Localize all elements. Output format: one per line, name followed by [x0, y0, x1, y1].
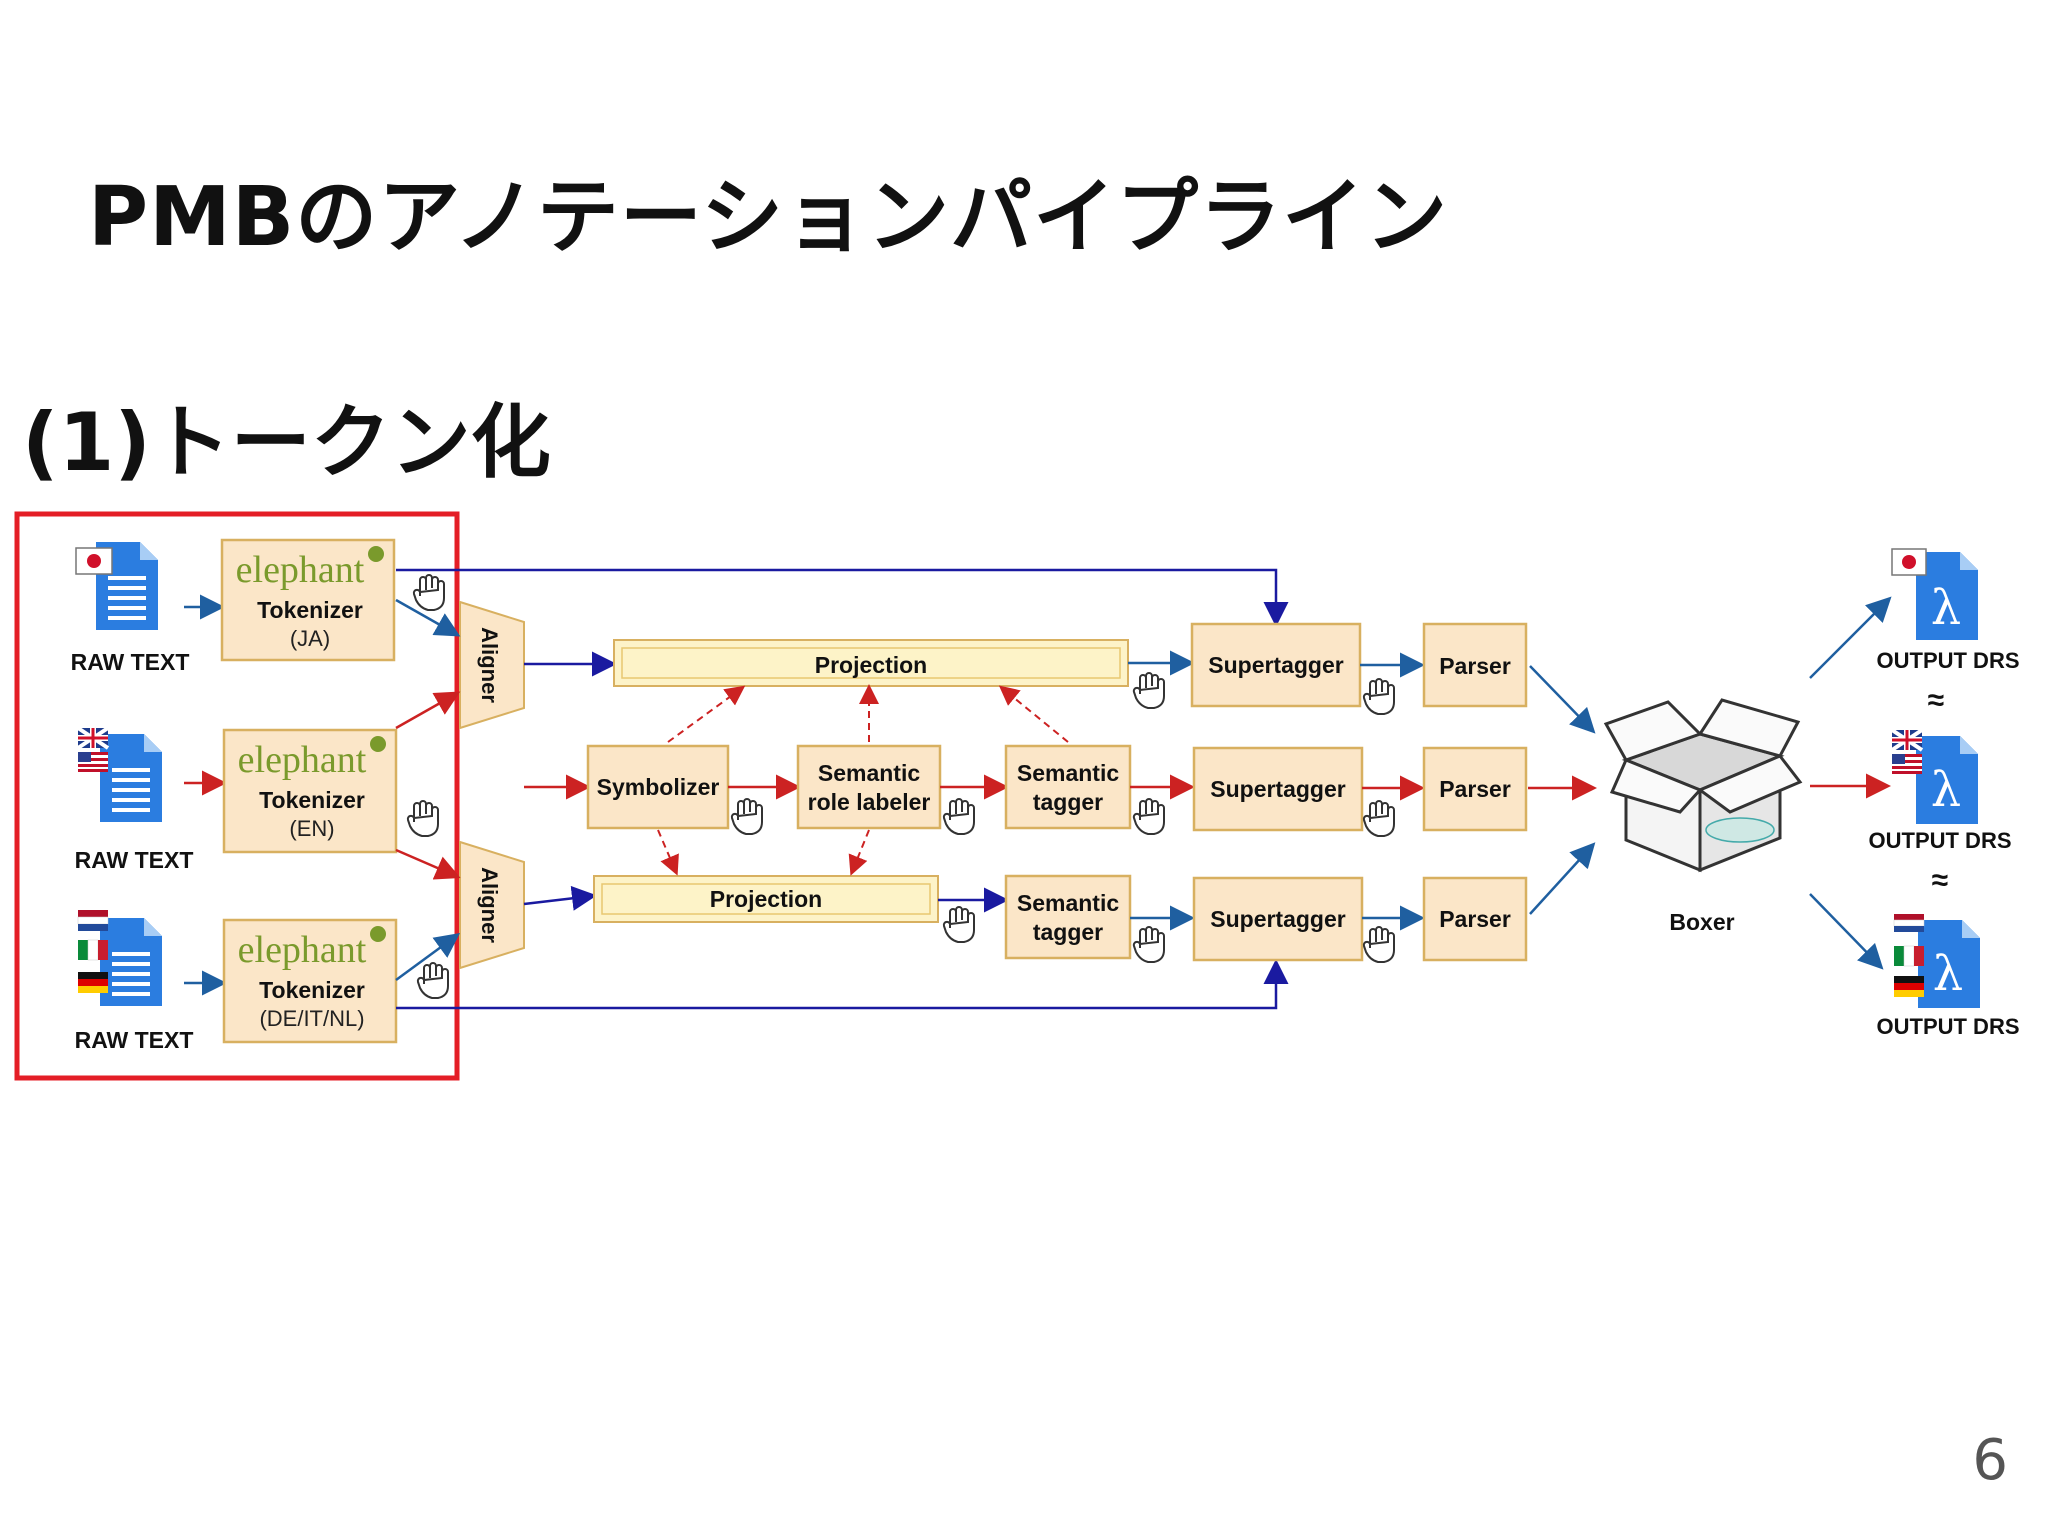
tokenizer-de-it-nl: elephant Tokenizer (DE/IT/NL) — [222, 918, 398, 1044]
boxer-box-icon — [1603, 698, 1803, 873]
parser-top: Parser — [1422, 622, 1528, 708]
hand-pointer-icon — [1132, 672, 1165, 709]
aligner-label: Aligner — [477, 627, 502, 703]
hand-pointer-icon — [730, 798, 763, 835]
output-drs-en: λ OUTPUT DRS — [1869, 728, 2012, 853]
tokenizer-label: Tokenizer — [259, 977, 365, 1003]
output-drs-de-it-nl: λ OUTPUT DRS — [1877, 914, 2020, 1039]
germany-flag-icon — [1894, 976, 1924, 997]
tokenizer-label: Tokenizer — [257, 597, 363, 623]
elephant-logo: elephant — [238, 929, 367, 971]
semantic-tagger-bottom: Semantic tagger — [1004, 874, 1132, 960]
parser-bottom: Parser — [1422, 876, 1528, 962]
raw-text-label: RAW TEXT — [75, 847, 194, 873]
parser-middle: Parser — [1422, 746, 1528, 832]
hand-pointer-icon — [942, 906, 975, 943]
aligner-bottom: Aligner — [459, 840, 525, 970]
hand-pointer-icon — [416, 962, 449, 999]
srl-label-line2: role labeler — [808, 789, 931, 815]
hand-pointer-icon — [412, 574, 445, 611]
symbolizer-label: Symbolizer — [597, 774, 720, 800]
slide-subtitle: (1)トークン化 — [22, 396, 551, 489]
uk-flag-icon — [1890, 728, 1924, 752]
supertagger-middle: Supertagger — [1192, 746, 1364, 832]
projection-top: Projection — [613, 639, 1129, 687]
srl-label-line1: Semantic — [818, 760, 920, 786]
elephant-logo: elephant — [236, 549, 365, 591]
tokenizer-label: Tokenizer — [259, 787, 365, 813]
tokenizer-lang: (JA) — [290, 626, 330, 651]
slide-title: PMBのアノテーションパイプライン — [88, 170, 1449, 265]
hand-pointer-icon — [1362, 926, 1395, 963]
output-label: OUTPUT DRS — [1877, 1014, 2020, 1039]
lambda-icon: λ — [1931, 580, 1961, 636]
semantic-tagger-middle: Semantic tagger — [1004, 744, 1132, 830]
netherlands-flag-icon — [1893, 914, 1925, 932]
output-drs-ja: λ OUTPUT DRS — [1877, 548, 2020, 673]
japan-flag-icon — [1891, 548, 1927, 576]
tokenizer-en: elephant Tokenizer (EN) — [222, 728, 398, 854]
lambda-icon: λ — [1931, 762, 1961, 818]
raw-text-label: RAW TEXT — [71, 649, 190, 675]
parser-label: Parser — [1439, 776, 1511, 802]
netherlands-flag-icon — [77, 910, 109, 931]
semtagger-label-line1: Semantic — [1017, 760, 1119, 786]
output-label: OUTPUT DRS — [1869, 828, 2012, 853]
hand-pointer-icon — [1362, 678, 1395, 715]
symbolizer: Symbolizer — [586, 744, 730, 830]
semantic-role-labeler: Semantic role labeler — [796, 744, 942, 830]
semtagger-label-line1: Semantic — [1017, 890, 1119, 916]
projection-bottom: Projection — [593, 875, 939, 923]
hand-pointer-icon — [1362, 800, 1395, 837]
equivalence-symbol: ≈ — [1928, 684, 1944, 717]
tokenizer-lang: (DE/IT/NL) — [259, 1006, 364, 1031]
japan-flag-icon — [75, 547, 113, 575]
projection-label: Projection — [710, 886, 822, 912]
uk-flag-icon — [76, 726, 110, 750]
raw-text-de-it-nl: RAW TEXT — [75, 910, 194, 1053]
lambda-icon: λ — [1933, 946, 1963, 1002]
tokenizer-ja: elephant Tokenizer (JA) — [220, 538, 396, 662]
boxer-label: Boxer — [1669, 909, 1734, 935]
supertagger-label: Supertagger — [1208, 652, 1344, 678]
parser-label: Parser — [1439, 653, 1511, 679]
semtagger-label-line2: tagger — [1033, 789, 1103, 815]
elephant-logo: elephant — [238, 739, 367, 781]
raw-text-en: RAW TEXT — [75, 726, 194, 873]
hand-pointer-icon — [1132, 926, 1165, 963]
supertagger-top: Supertagger — [1190, 622, 1362, 708]
hand-pointer-icon — [942, 798, 975, 835]
germany-flag-icon — [78, 972, 108, 993]
tokenizer-lang: (EN) — [289, 816, 334, 841]
italy-flag-icon — [78, 939, 108, 961]
output-label: OUTPUT DRS — [1877, 648, 2020, 673]
us-flag-icon — [1892, 754, 1922, 774]
aligner-top: Aligner — [459, 600, 525, 730]
aligner-label: Aligner — [477, 867, 502, 943]
supertagger-label: Supertagger — [1210, 776, 1346, 802]
tokenization-highlight-frame — [14, 511, 460, 1081]
supertagger-bottom: Supertagger — [1192, 876, 1364, 962]
raw-text-ja: RAW TEXT — [71, 542, 190, 675]
hand-pointer-icon — [1132, 798, 1165, 835]
projection-label: Projection — [815, 652, 927, 678]
supertagger-label: Supertagger — [1210, 906, 1346, 932]
raw-text-label: RAW TEXT — [75, 1027, 194, 1053]
equivalence-symbol: ≈ — [1932, 864, 1948, 897]
page-number: 6 — [1972, 1428, 2008, 1493]
parser-label: Parser — [1439, 906, 1511, 932]
hand-pointer-icon — [406, 800, 439, 837]
semtagger-label-line2: tagger — [1033, 919, 1103, 945]
us-flag-icon — [78, 752, 108, 772]
italy-flag-icon — [1894, 945, 1924, 967]
